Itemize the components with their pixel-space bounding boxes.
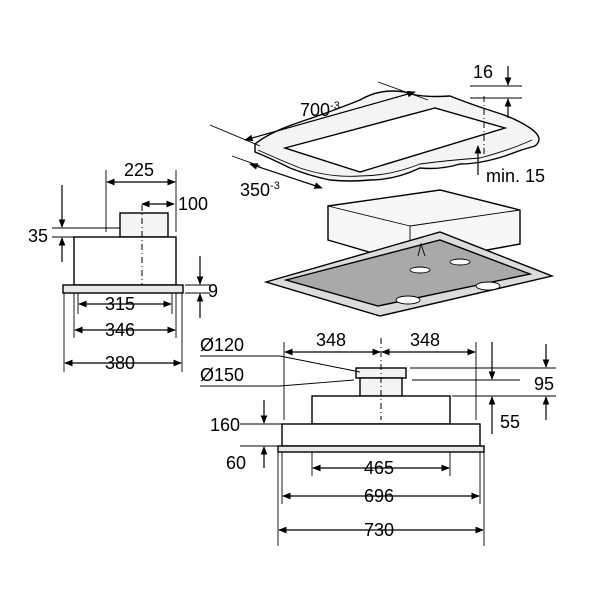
dim-95-label: 95 [534, 374, 554, 394]
dim-60-label: 60 [226, 453, 246, 473]
dim-16-label: 16 [473, 62, 493, 82]
dim-346-label: 346 [105, 320, 135, 340]
hood-3d-view [263, 189, 555, 317]
side-body [73, 236, 177, 286]
dim-348-left-label: 348 [316, 330, 346, 350]
dim-225-label: 225 [124, 160, 154, 180]
dim-315-label: 315 [105, 294, 135, 314]
front-lower [281, 423, 481, 447]
dim-350-ext [231, 155, 261, 167]
cutout-panel-view: 700-3 350-3 16 min. 15 [209, 62, 545, 200]
hood-control-knob [417, 242, 426, 257]
side-frame [62, 284, 184, 294]
dim-35-label: 35 [28, 226, 48, 246]
d150-leader [200, 379, 355, 387]
dim-380-label: 380 [105, 353, 135, 373]
dim-730-label: 730 [364, 520, 394, 540]
front-frame [277, 445, 485, 453]
filter-handle-2 [475, 281, 501, 291]
dim-700-line [244, 90, 416, 142]
hood-box-edge [327, 205, 411, 227]
d150-label: Ø150 [200, 365, 244, 385]
dim-350-line [249, 163, 323, 189]
dim-700-ext-right [377, 81, 429, 101]
dim-350-label: 350-3 [240, 180, 280, 200]
side-view: 225 100 35 9 315 346 380 [28, 160, 218, 373]
dim-160-label: 160 [210, 415, 240, 435]
dim-700-label: 700-3 [300, 100, 340, 120]
min15-label: min. 15 [486, 166, 545, 186]
front-view: 348 348 Ø120 Ø150 160 60 95 55 465 [200, 330, 556, 546]
d120-label: Ø120 [200, 335, 244, 355]
hood-box-edge-2 [409, 209, 521, 227]
hood-grease-filter [283, 239, 533, 307]
dim-700-ext-left [209, 124, 261, 147]
side-duct [119, 212, 169, 238]
filter-handle [395, 295, 421, 305]
dim-348-right-label: 348 [410, 330, 440, 350]
dim-696-label: 696 [364, 486, 394, 506]
dim-9-label: 9 [208, 281, 218, 301]
filter-handle-4 [449, 258, 471, 266]
dim-100-label: 100 [178, 194, 208, 214]
dim-55-label: 55 [500, 412, 520, 432]
d120-leader [200, 355, 361, 373]
dim-465-label: 465 [364, 458, 394, 478]
filter-handle-3 [409, 266, 431, 274]
